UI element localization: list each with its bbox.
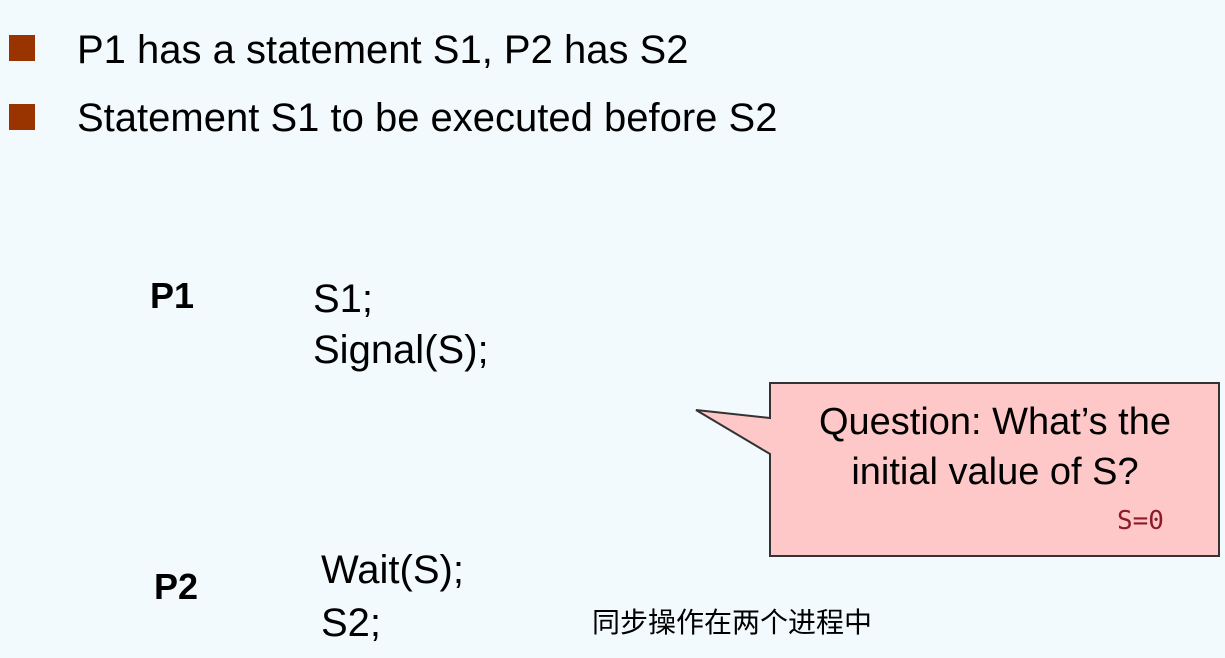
p2-code-line-1: Wait(S);	[321, 548, 464, 592]
callout-question-line-1: Question: What’s the	[818, 401, 1172, 443]
bullet-text-1: P1 has a statement S1, P2 has S2	[77, 28, 689, 72]
process-label-p2: P2	[154, 566, 199, 607]
p1-code-line-1: S1;	[313, 277, 374, 321]
bullet-square-1	[9, 35, 35, 61]
p2-code-line-2: S2;	[321, 601, 382, 645]
p1-code-line-2: Signal(S);	[313, 328, 489, 372]
bullet-square-2	[9, 104, 35, 130]
process-label-p1: P1	[150, 275, 195, 316]
callout-question-line-2: initial value of S?	[851, 451, 1139, 493]
chinese-note: 同步操作在两个进程中	[592, 606, 873, 639]
callout-answer: S=0	[1117, 506, 1164, 536]
bullet-text-2: Statement S1 to be executed before S2	[77, 96, 778, 140]
